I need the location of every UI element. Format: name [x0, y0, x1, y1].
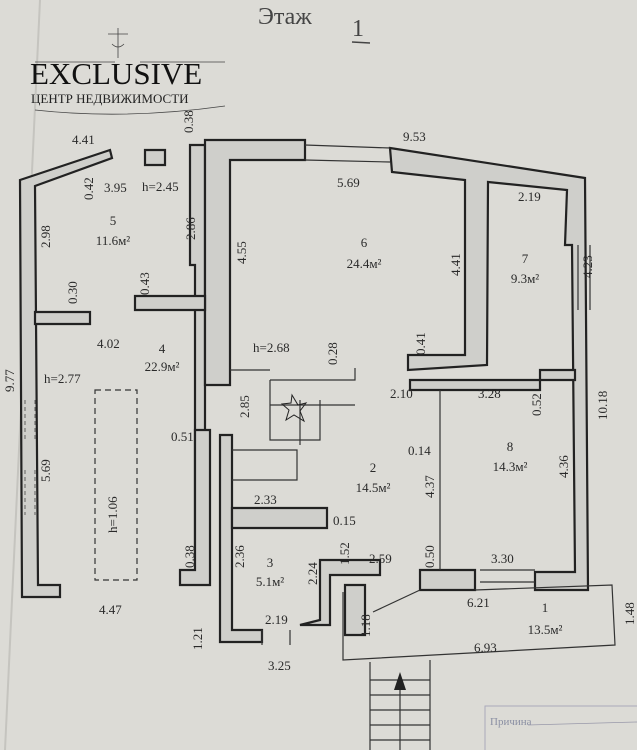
room-7-area: 9.3м² [511, 271, 539, 286]
logo: EXCLUSIVE ЦЕНТР НЕДВИЖИМОСТИ [30, 28, 226, 115]
room-3-number: 3 [267, 555, 274, 570]
dimension-label: 2.19 [518, 189, 541, 204]
dimension-label: 2.86 [183, 217, 198, 240]
dimension-label: 9.77 [2, 369, 17, 392]
scales-icon [35, 28, 225, 63]
room-6-area: 24.4м² [347, 256, 382, 271]
room-4-area: 22.9м² [145, 359, 180, 374]
room-1-number: 1 [542, 600, 549, 615]
dimension-label: 2.36 [232, 545, 247, 568]
dimension-label: 4.55 [234, 241, 249, 264]
logo-flourish [34, 105, 226, 115]
room-8-number: 8 [507, 439, 514, 454]
dimension-label: 0.43 [137, 272, 152, 295]
stamp-line [527, 721, 637, 726]
dimension-label: 10.18 [595, 391, 610, 420]
walls [18, 138, 616, 750]
room-labels: 1 13.5м² 2 14.5м² 3 5.1м² 4 22.9м² 5 11.… [96, 213, 563, 637]
dimension-label: 0.52 [529, 393, 544, 416]
dimension-label: 2.19 [265, 612, 288, 627]
dimension-label: 2.33 [254, 492, 277, 507]
room-6-number: 6 [361, 235, 368, 250]
stair-direction-icon [280, 393, 308, 423]
dimension-label: 3.30 [491, 551, 514, 566]
dimension-label: 0.41 [413, 332, 428, 355]
dimension-label: 3.95 [104, 180, 127, 195]
dimension-label: h=2.45 [142, 179, 179, 194]
dimension-label: 0.38 [181, 110, 196, 133]
dimension-label: 1.18 [358, 614, 373, 637]
room-1-area: 13.5м² [528, 622, 563, 637]
dimension-label: 0.50 [422, 545, 437, 568]
dimension-label: 0.30 [65, 281, 80, 304]
dimension-label: 0.28 [325, 342, 340, 365]
dimension-label: 1.48 [622, 602, 637, 625]
logo-subtitle: ЦЕНТР НЕДВИЖИМОСТИ [31, 91, 189, 106]
dimension-label: 4.37 [422, 475, 437, 498]
room-2-area: 14.5м² [356, 480, 391, 495]
room-3-area: 5.1м² [256, 574, 284, 589]
dimension-label: 0.51 [171, 429, 194, 444]
entrance-arrow-icon [394, 672, 406, 690]
dimension-label: 4.41 [448, 253, 463, 276]
dimension-label: h=2.68 [253, 340, 290, 355]
dimension-label: 6.93 [474, 640, 497, 655]
dimension-label: 0.42 [81, 177, 96, 200]
dimension-label: 4.36 [556, 455, 571, 478]
room-2-number: 2 [370, 460, 377, 475]
dimension-label: 2.59 [369, 551, 392, 566]
dimension-label: 5.69 [337, 175, 360, 190]
dimension-label: 4.41 [72, 132, 95, 147]
room-8-area: 14.3м² [493, 459, 528, 474]
floor-number-underline [351, 41, 371, 44]
dimension-label: 2.85 [237, 395, 252, 418]
floor-number: 1 [352, 16, 364, 42]
dimension-label: 2.24 [305, 562, 320, 585]
dimension-label: 5.69 [38, 459, 53, 482]
dimension-label: 4.47 [99, 602, 122, 617]
stamp-box [484, 705, 637, 750]
dimension-label: h=2.77 [44, 371, 81, 386]
dimension-label: 6.21 [467, 595, 490, 610]
dimension-label: 1.21 [190, 627, 205, 650]
dimension-label: 2.10 [390, 386, 413, 401]
room-5-area: 11.6м² [96, 233, 130, 248]
dimension-label: 3.28 [478, 386, 501, 401]
dimension-label: 3.25 [268, 658, 291, 673]
dimension-label: 9.53 [403, 129, 426, 144]
room-4-number: 4 [159, 341, 166, 356]
dimension-label: 4.23 [580, 255, 595, 278]
dimension-label: 0.15 [333, 513, 356, 528]
stamp-label: Причина [490, 716, 532, 728]
dimension-label: 0.14 [408, 443, 431, 458]
floor-title: Этаж [258, 4, 312, 30]
dimension-label: h=1.06 [105, 496, 120, 533]
room-7-number: 7 [522, 251, 529, 266]
dimension-label: 0.38 [182, 545, 197, 568]
dimension-label: 4.02 [97, 336, 120, 351]
room-5-number: 5 [110, 213, 117, 228]
logo-name: EXCLUSIVE [30, 56, 202, 91]
dimension-labels: 4.41 0.38 9.53 0.42 3.95 h=2.45 5.69 2.19 2.98 2.… [2, 110, 637, 673]
dimension-label: 1.52 [337, 542, 352, 565]
dimension-label: 2.98 [38, 225, 53, 248]
